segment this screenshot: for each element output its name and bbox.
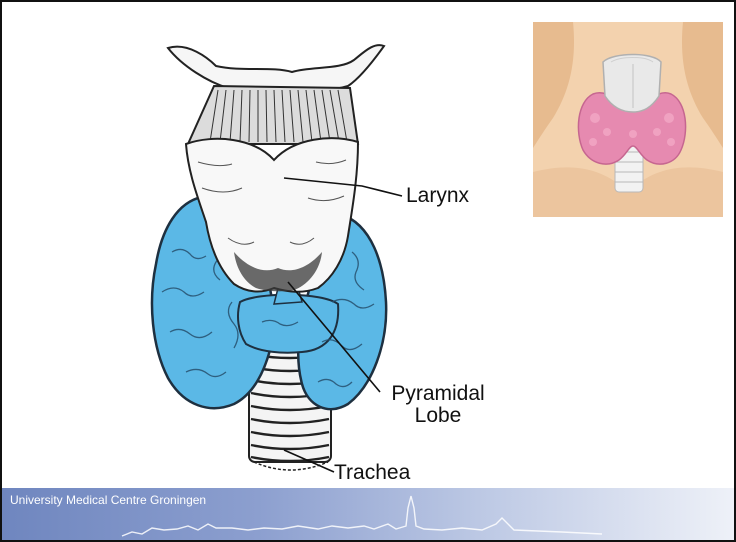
trachea-label: Trachea [334,462,410,484]
hyoid-bone [168,45,384,91]
footer-bar: University Medical Centre Groningen [2,488,734,540]
institution-name: University Medical Centre Groningen [10,493,206,507]
larynx-label: Larynx [406,185,469,207]
pyramidal-lobe-label-text: Pyramidal Lobe [391,382,484,427]
neck-inset-svg [533,22,723,217]
thyrohyoid-membrane [188,86,358,144]
pyramidal-lobe-label: Pyramidal Lobe [380,383,496,427]
neck-inset-illustration [533,22,723,217]
